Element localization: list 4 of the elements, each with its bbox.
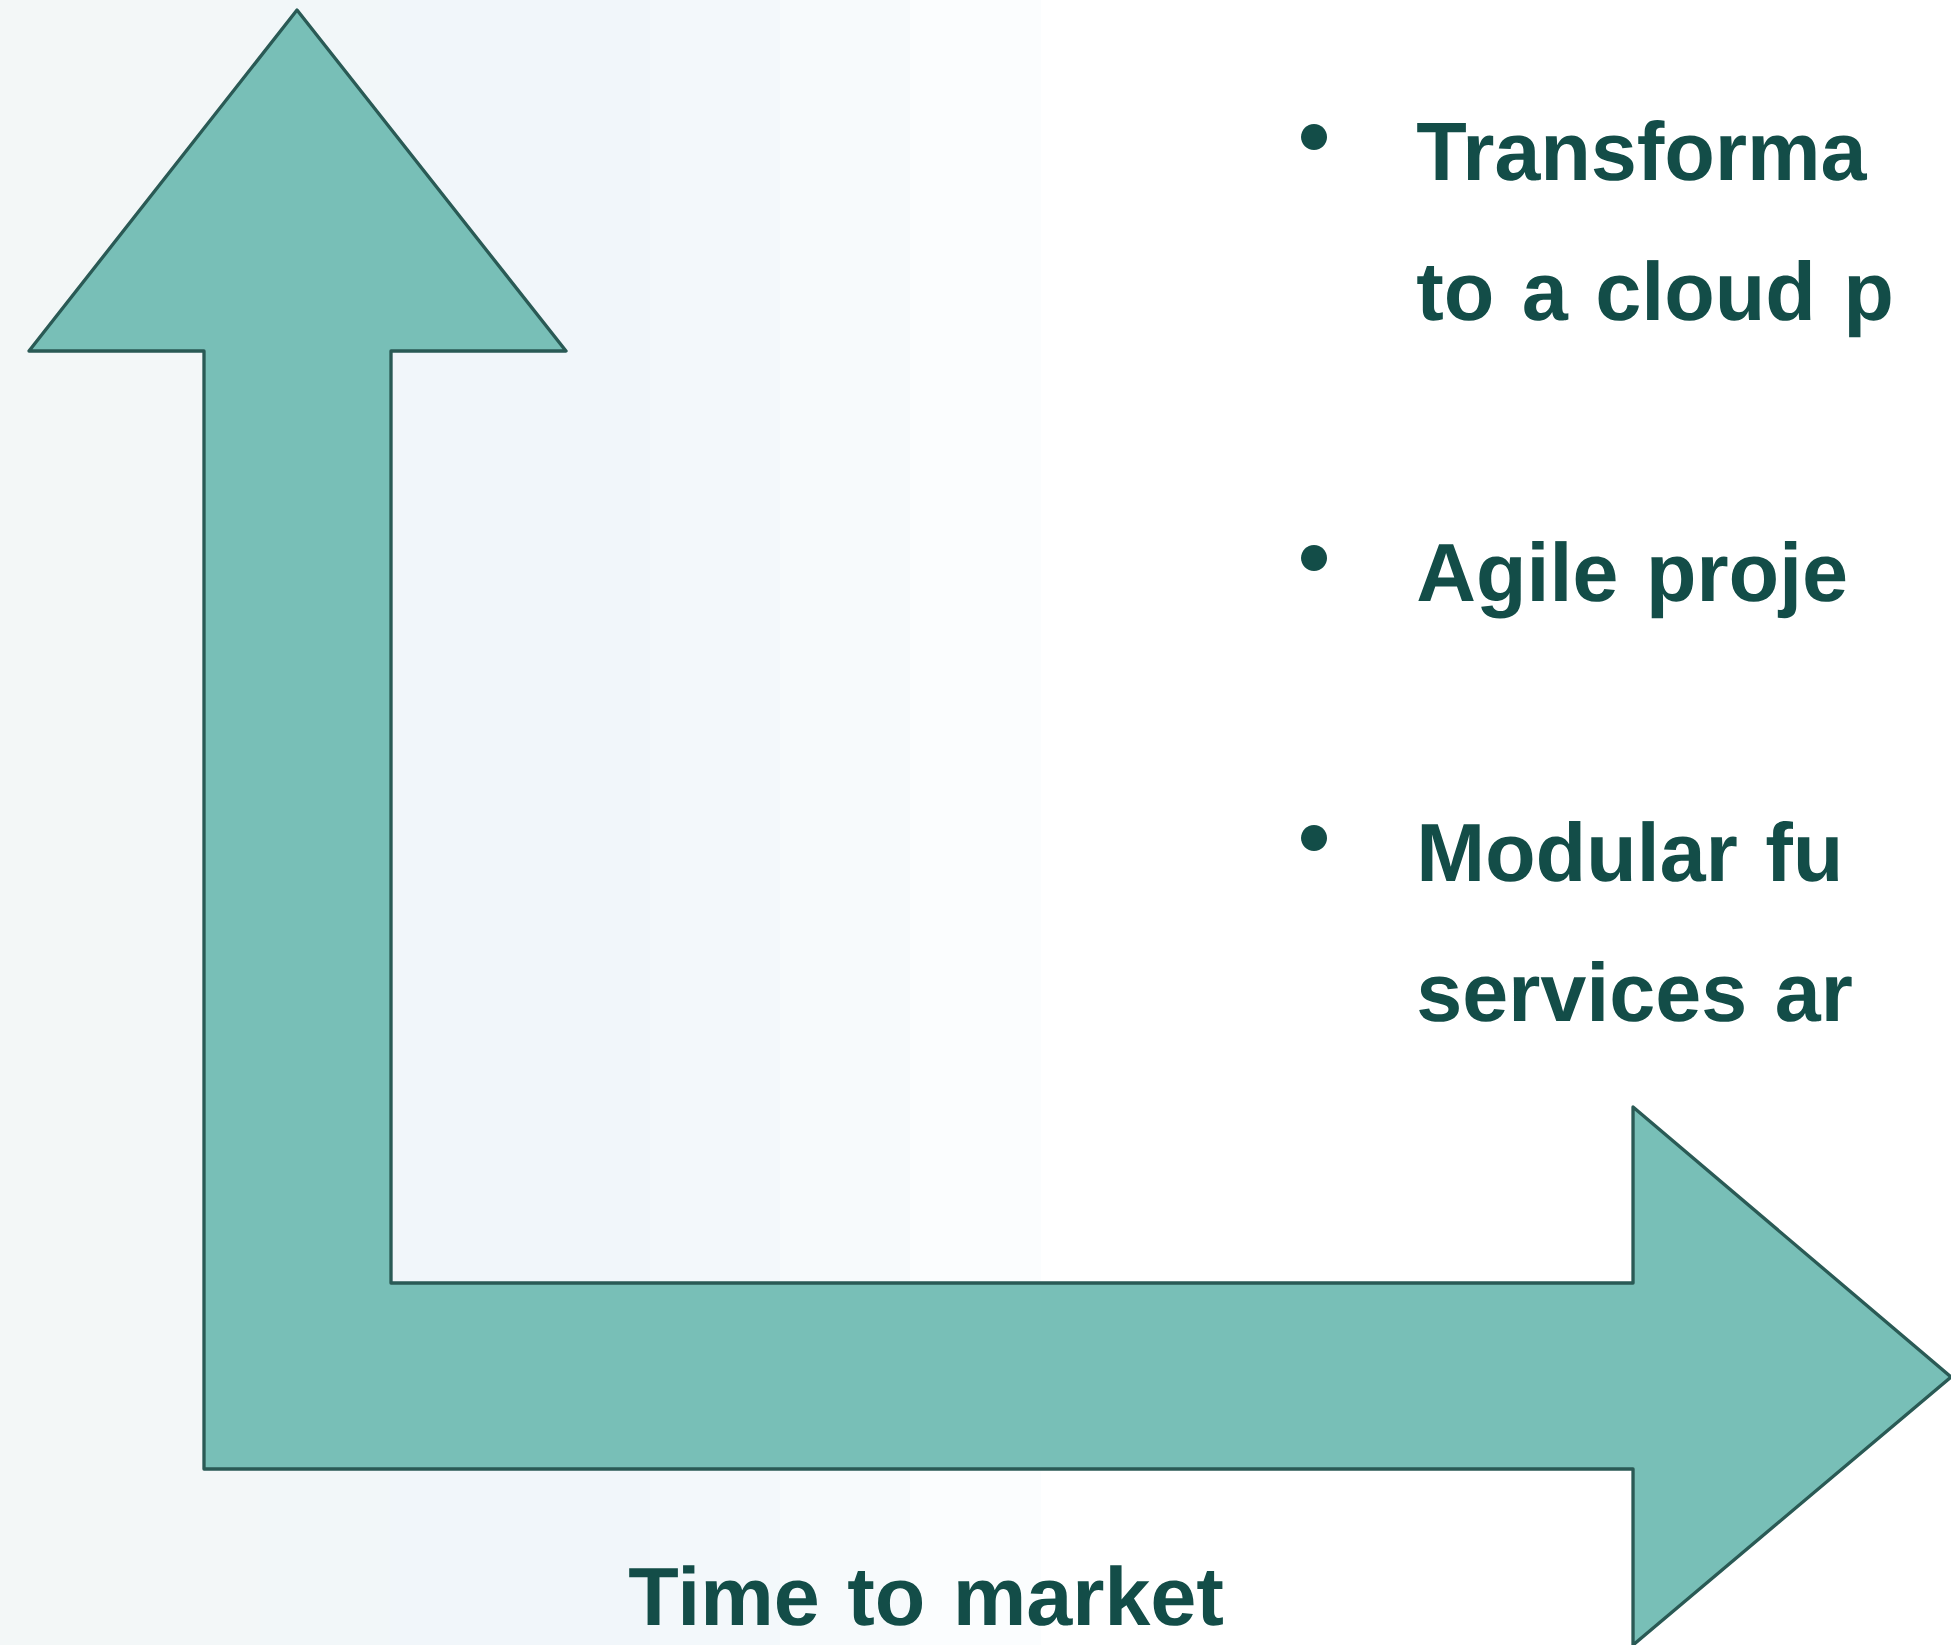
list-text: Agile proje (1418, 541, 1846, 619)
list-text: Transforma to a cloud p (1417, 120, 1891, 338)
list-text: Time to market (629, 1565, 1223, 1626)
list-text: Modular fu services ar (1419, 821, 1852, 1022)
